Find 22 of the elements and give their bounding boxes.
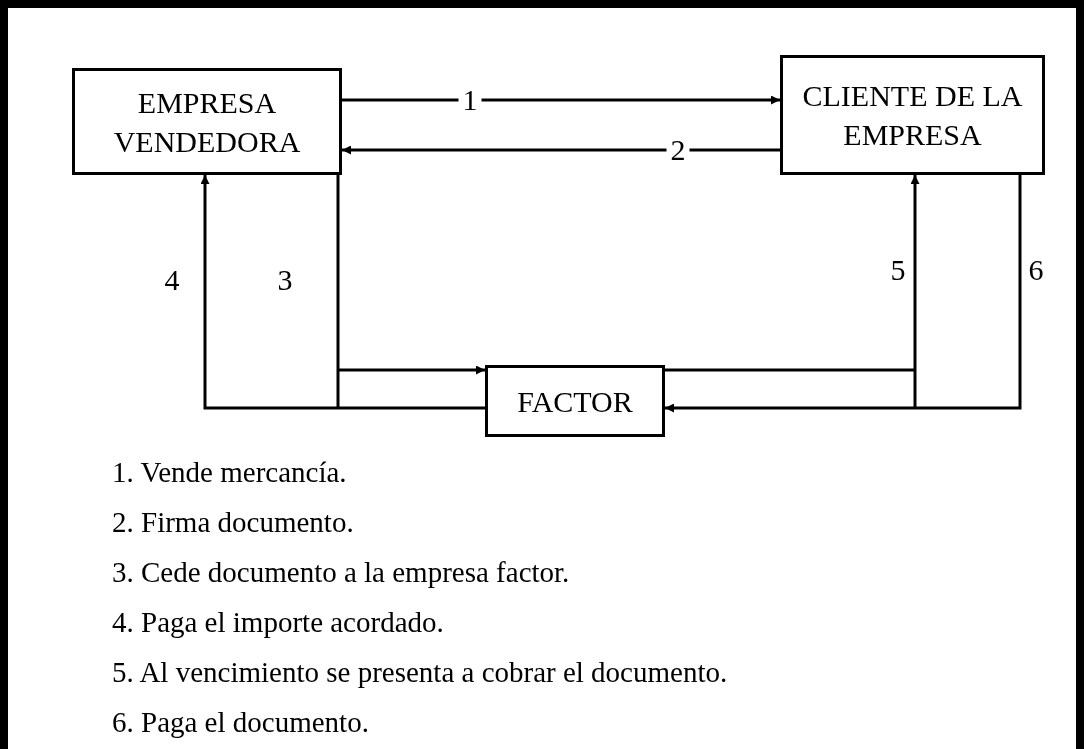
arrow [665,175,1022,413]
note-text: 2. Firma documento. [112,505,355,540]
process-box [72,68,342,175]
process-box [780,55,1045,175]
edge-label: 3 [276,265,294,295]
note-text: 1. Vende mercancía. [112,455,348,490]
arrow [342,95,780,105]
arrow [200,175,485,410]
box-label: EMPRESA VENDEDORA [112,84,302,160]
note-text: 6. Paga el documento. [112,705,370,740]
edge-label: 4 [163,265,181,295]
edge-label: 5 [889,255,907,285]
arrow [342,145,780,155]
arrow [336,173,487,410]
edge-label: 6 [1027,255,1045,285]
box-label: CLIENTE DE LA EMPRESA [801,78,1024,153]
box-label: FACTOR [516,383,634,420]
note-text: 3. Cede documento a la empresa factor. [112,555,571,590]
arrow [663,173,920,410]
note-text: 4. Paga el importe acordado. [112,605,445,640]
note-text: 5. Al vencimiento se presenta a cobrar el documento. [112,655,728,690]
process-box [485,365,665,437]
